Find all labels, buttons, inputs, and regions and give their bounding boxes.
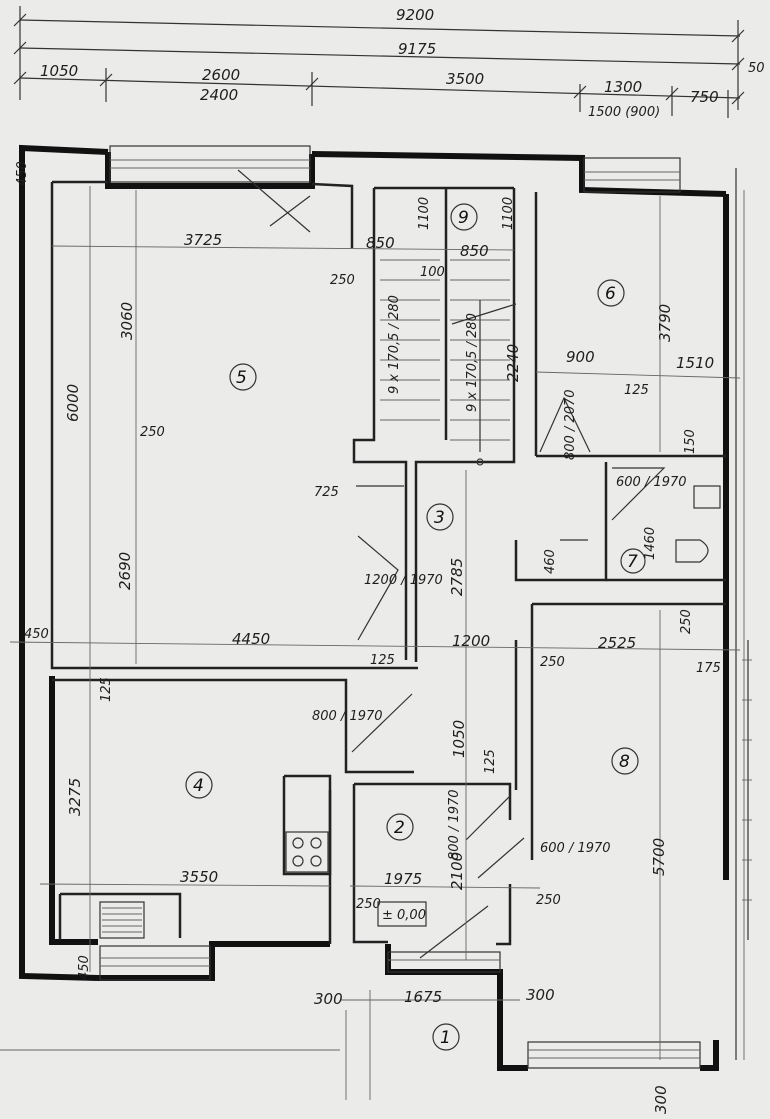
- dim-total-second: 9175: [398, 40, 436, 58]
- dim-door-600-1970: 600 / 1970: [616, 475, 687, 490]
- dim-1050: 1050: [40, 62, 78, 80]
- dim-3060: 3060: [118, 302, 136, 340]
- dim-250-stair: 250: [330, 273, 355, 288]
- dim-2240: 2240: [504, 344, 522, 382]
- door-swings: [351, 396, 666, 959]
- room-5-label: 5: [236, 368, 247, 388]
- stairs: [380, 259, 517, 466]
- level-marker-box: [377, 901, 427, 927]
- dim-125-b: 125: [99, 677, 114, 702]
- dim-1675: 1675: [404, 988, 442, 1006]
- dim-door-800-1970: 800 / 1970: [312, 709, 383, 724]
- dim-4450: 4450: [232, 630, 270, 648]
- dim-1200: 1200: [452, 632, 490, 650]
- dim-3500: 3500: [446, 70, 484, 88]
- dim-300-c: 300: [652, 1085, 670, 1114]
- dim-stairs-right: 9 x 170,5 / 280: [465, 313, 480, 412]
- dim-50: 50: [748, 61, 765, 76]
- dim-125-a: 125: [370, 653, 395, 668]
- room-1-label: 1: [440, 1028, 451, 1048]
- dim-250-r8: 250: [536, 893, 561, 908]
- dim-1100-a: 1100: [417, 197, 432, 230]
- room-numbers: 5 9 6 3 7 4 8 2 1: [185, 203, 646, 1051]
- dim-850-a: 850: [366, 234, 395, 252]
- dim-3550: 3550: [180, 868, 218, 886]
- dim-1460: 1460: [643, 527, 658, 560]
- dim-door-800-2070: 800 / 2070: [563, 389, 578, 460]
- room-2-label: 2: [394, 818, 405, 838]
- dim-750: 750: [690, 88, 719, 106]
- dim-total-top: 9200: [396, 6, 434, 24]
- dim-1500-900: 1500 (900): [588, 105, 660, 120]
- dim-250-r5: 250: [140, 425, 165, 440]
- dim-door-1200-1970: 1200 / 1970: [364, 573, 443, 588]
- dim-2690: 2690: [116, 552, 134, 590]
- dim-door-600-1970-b: 600 / 1970: [540, 841, 611, 856]
- room-8-label: 8: [619, 752, 630, 772]
- dim-3725: 3725: [184, 231, 222, 249]
- interior-dimension-lines: [9, 186, 741, 1060]
- dim-1300: 1300: [604, 78, 642, 96]
- dim-6000: 6000: [64, 384, 82, 422]
- dim-850-b: 850: [460, 242, 489, 260]
- dim-2525: 2525: [598, 634, 636, 652]
- dim-door-800-1970-b: 800 / 1970: [447, 789, 462, 860]
- dim-900: 900: [566, 348, 595, 366]
- toilet: [675, 485, 721, 563]
- dim-250-b: 250: [679, 609, 694, 634]
- dim-wall-450-left: 450: [24, 627, 49, 642]
- dim-1510: 1510: [676, 354, 714, 372]
- dim-100: 100: [420, 265, 445, 280]
- dim-125-hall: 125: [483, 749, 498, 774]
- windows: [99, 145, 701, 1069]
- dim-125-r6: 125: [624, 383, 649, 398]
- dim-460: 460: [543, 549, 558, 574]
- room-6-label: 6: [605, 284, 616, 304]
- dim-2100: 2100: [448, 852, 466, 890]
- dim-stairs-left: 9 x 170,5 / 280: [387, 295, 402, 394]
- dim-1975: 1975: [384, 870, 422, 888]
- room-7-label: 7: [627, 552, 638, 572]
- dim-3790: 3790: [656, 304, 674, 342]
- entrance-lines: [0, 990, 371, 1100]
- room-3-label: 3: [434, 508, 445, 528]
- dim-175: 175: [696, 661, 721, 676]
- dim-725: 725: [314, 485, 339, 500]
- dim-3275: 3275: [66, 778, 84, 816]
- dim-300-a: 300: [314, 990, 343, 1008]
- room-9-label: 9: [458, 208, 469, 228]
- kitchen-sink: [99, 901, 145, 939]
- dim-300-b: 300: [526, 986, 555, 1004]
- room-4-label: 4: [193, 776, 204, 796]
- interior-walls: [52, 186, 726, 946]
- facade-rail: [735, 168, 752, 1060]
- dim-250-r2: 250: [356, 897, 381, 912]
- dim-1050: 1050: [450, 720, 468, 758]
- top-dimension-lines: [13, 6, 745, 118]
- level-marker: ± 0,00: [382, 908, 426, 923]
- dim-250-a: 250: [540, 655, 565, 670]
- dim-1100-b: 1100: [501, 197, 516, 230]
- dim-5700: 5700: [650, 838, 668, 876]
- dim-2600: 2600: [202, 66, 240, 84]
- dim-2785: 2785: [448, 558, 466, 596]
- stove: [285, 831, 329, 873]
- dim-150: 150: [683, 429, 698, 454]
- dim-wall-450-bottom: 450: [77, 955, 92, 980]
- dim-wall-450-top: 450: [15, 161, 30, 186]
- dim-2400: 2400: [200, 86, 238, 104]
